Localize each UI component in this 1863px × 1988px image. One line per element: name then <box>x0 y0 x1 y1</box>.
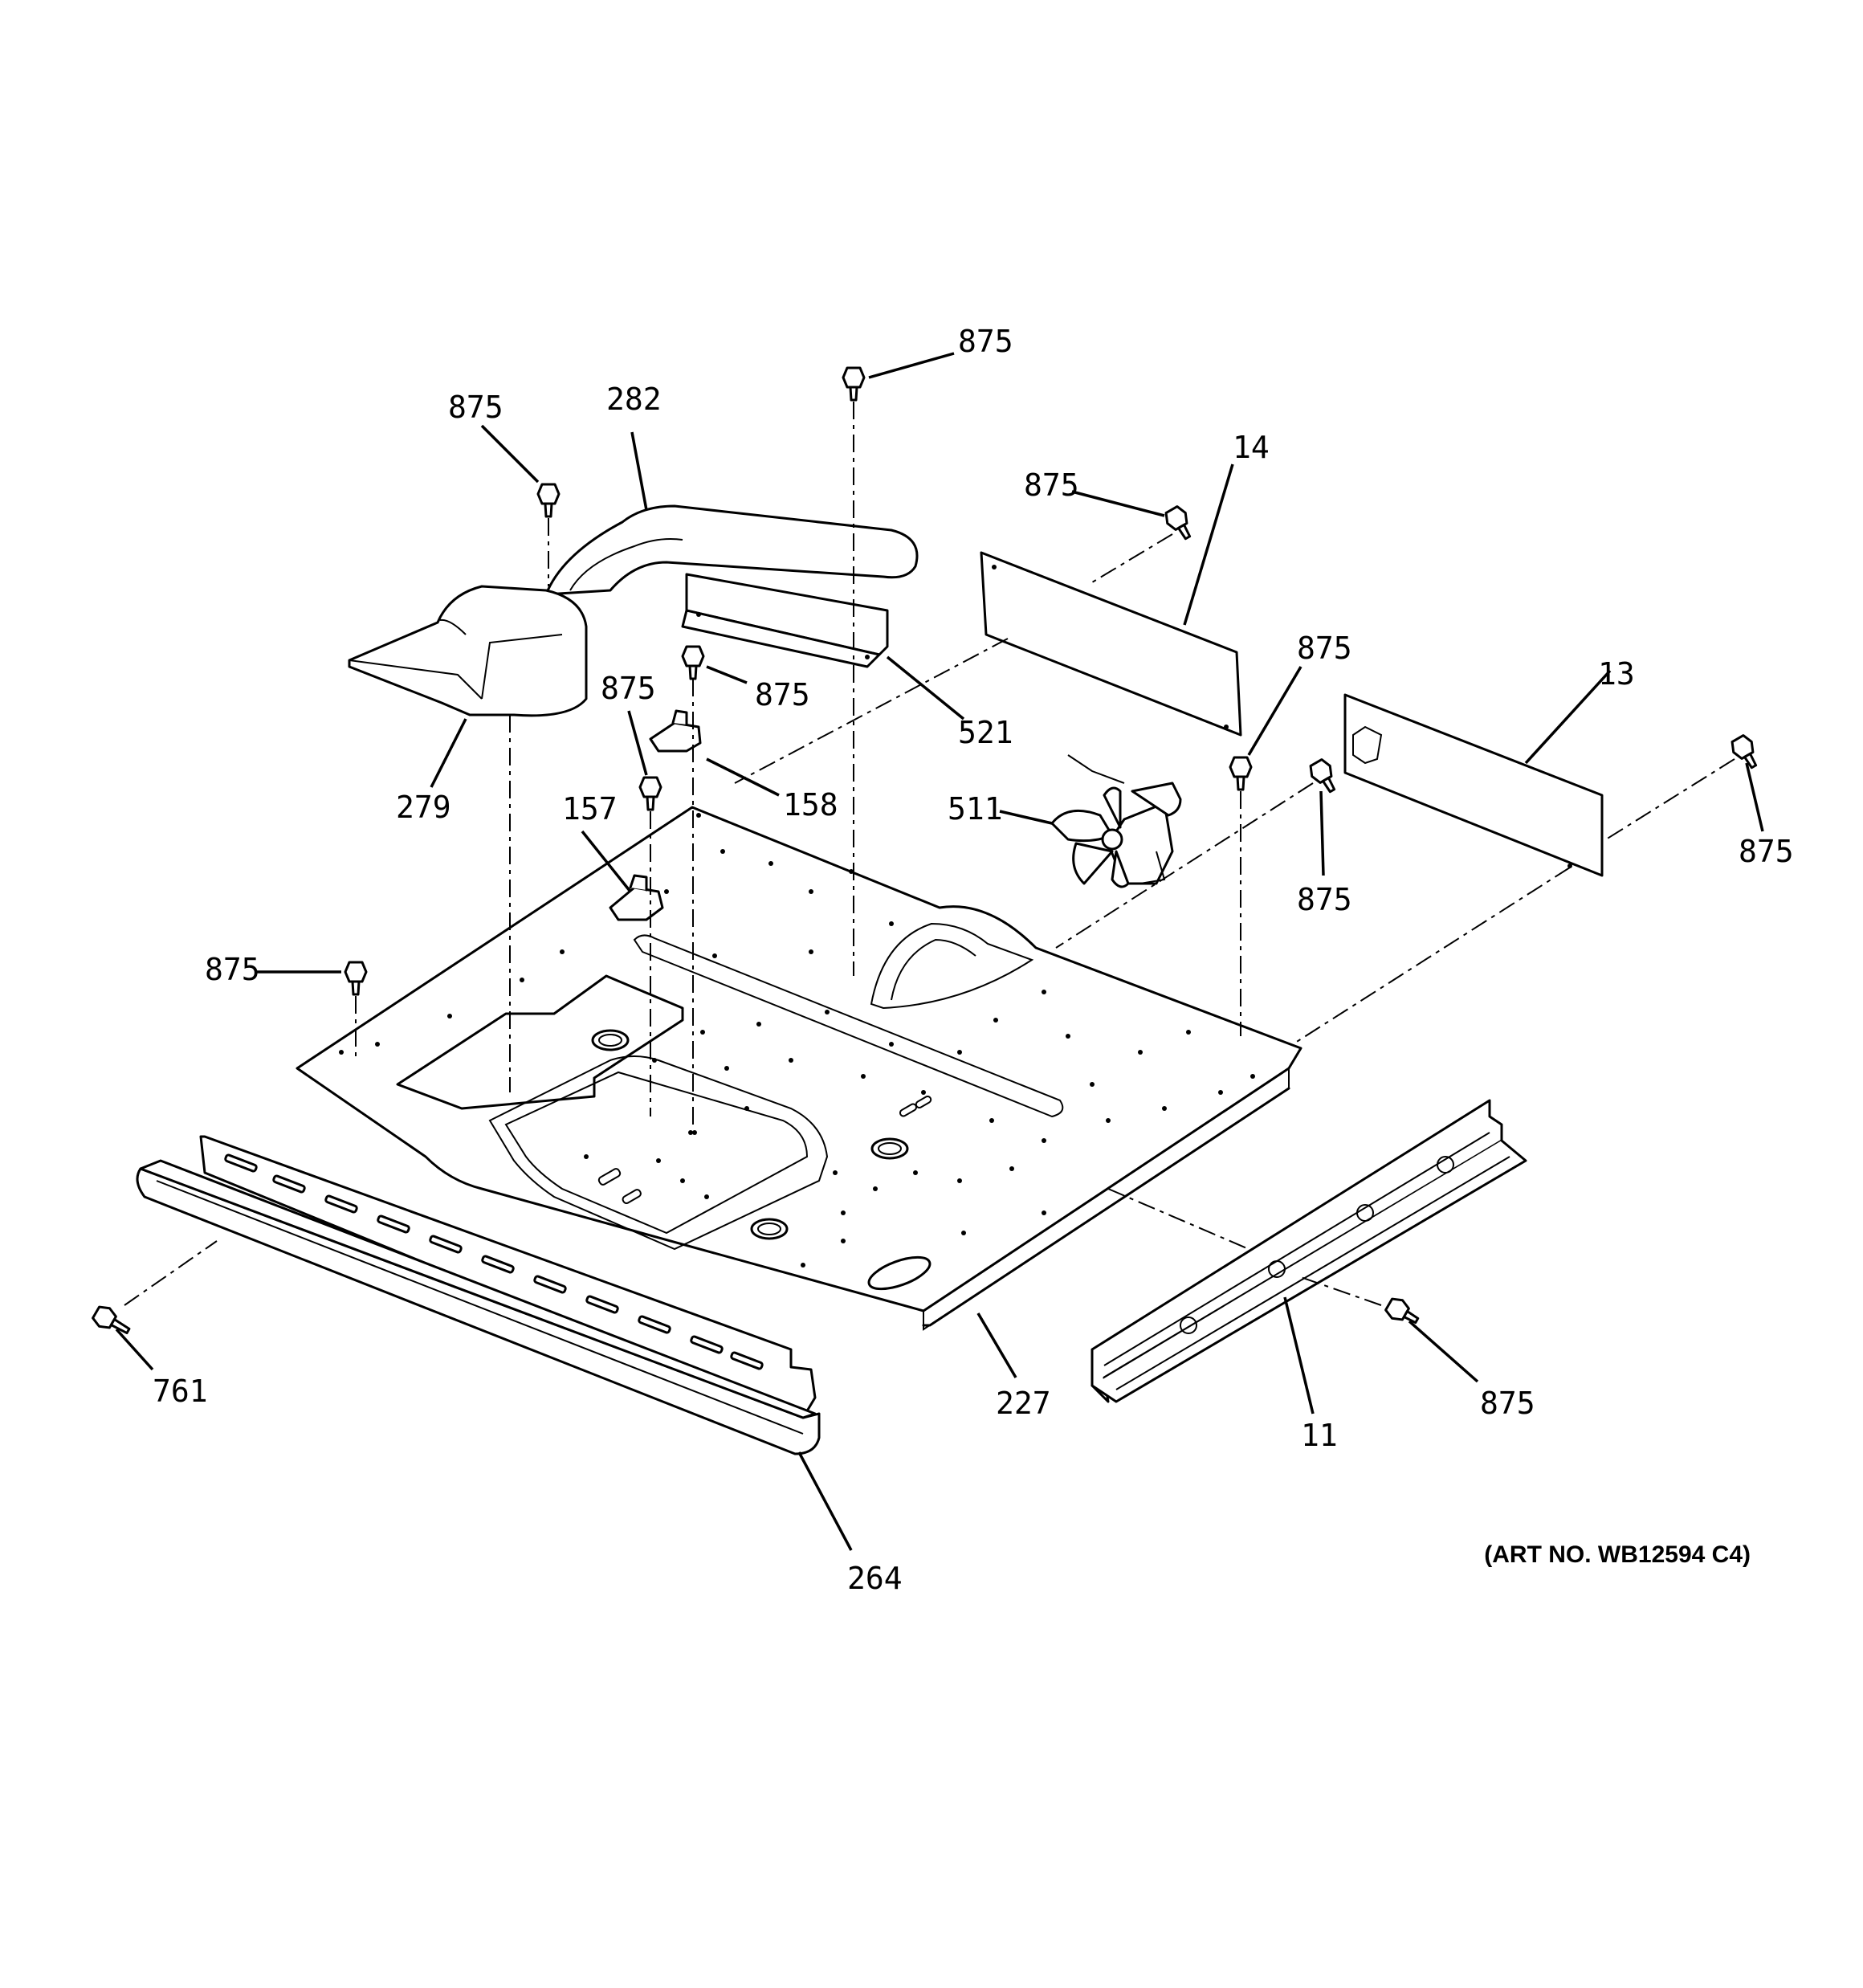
callout-875-right: 875 <box>1739 834 1794 869</box>
callout-279: 279 <box>396 790 451 825</box>
callout-875-fan: 875 <box>1297 631 1352 666</box>
callout-761: 761 <box>153 1374 208 1409</box>
screw-icon <box>842 366 866 402</box>
screw-icon <box>1731 734 1758 769</box>
callout-11: 11 <box>1301 1418 1338 1453</box>
callout-labels: 875 282 875 14 875 521 875 875 279 157 1… <box>153 324 1794 1596</box>
panel-14 <box>980 551 1242 737</box>
callout-875-pan: 875 <box>1297 882 1352 917</box>
screw-icon <box>681 645 705 680</box>
leader-lines <box>115 352 1764 1551</box>
bracket-158 <box>649 709 702 753</box>
screw-icon <box>344 961 368 996</box>
callout-875-upleft: 875 <box>448 390 503 425</box>
screw-icon <box>1309 758 1336 794</box>
callout-282: 282 <box>606 382 662 417</box>
callout-511: 511 <box>948 791 1003 827</box>
art-number: (ART NO. WB12594 C4) <box>1484 1541 1751 1568</box>
trim-slots <box>224 1153 764 1370</box>
callout-875-left-157: 875 <box>601 671 656 706</box>
pan-holes <box>339 813 1255 1268</box>
right-rail <box>1090 1099 1527 1403</box>
callout-521: 521 <box>958 715 1013 750</box>
screw-icon <box>638 776 662 811</box>
screw-icon-set <box>92 366 1758 1335</box>
bracket-157 <box>609 874 664 921</box>
assembly-lines <box>124 402 1735 1306</box>
panel-13 <box>1343 693 1604 877</box>
callout-157: 157 <box>562 791 618 827</box>
fan-motor <box>1050 754 1182 888</box>
callout-13: 13 <box>1598 656 1635 692</box>
callout-875-mid14: 875 <box>1024 467 1079 503</box>
screw-icon <box>1229 756 1253 791</box>
screw-icon <box>1164 505 1192 541</box>
screw-icon <box>1384 1297 1420 1325</box>
callout-14: 14 <box>1233 430 1270 465</box>
screw-icon <box>536 483 561 518</box>
callout-158: 158 <box>783 787 838 823</box>
vent-duct <box>544 504 919 596</box>
front-trim <box>136 1135 821 1455</box>
bottom-pan <box>296 806 1302 1331</box>
callout-875-top: 875 <box>958 324 1013 359</box>
callout-875-below-521: 875 <box>755 677 810 712</box>
callout-227: 227 <box>996 1386 1051 1421</box>
screw-icon <box>92 1305 131 1335</box>
bracket-521 <box>681 573 889 668</box>
callout-264: 264 <box>847 1561 903 1596</box>
callout-875-bottom: 875 <box>1480 1386 1535 1421</box>
callout-875-left: 875 <box>205 952 260 987</box>
vent-housing <box>348 585 588 717</box>
